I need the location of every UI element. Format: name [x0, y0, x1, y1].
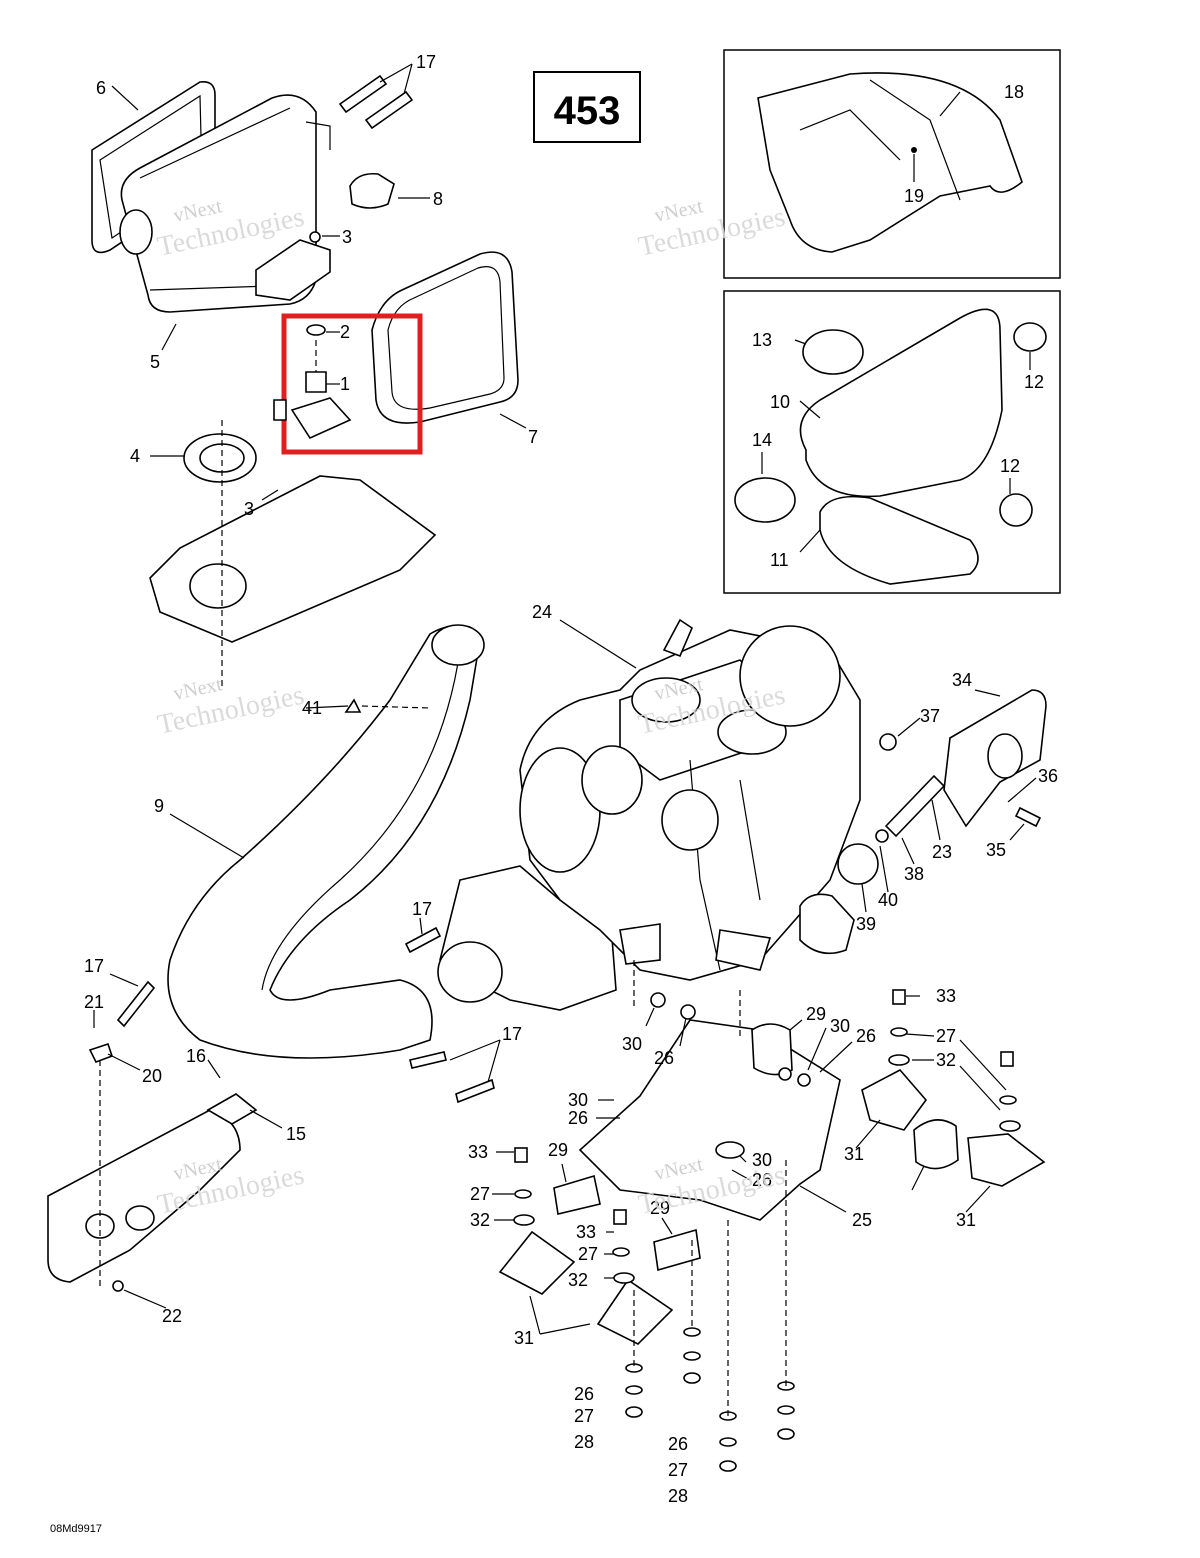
callout-28b: 28: [668, 1486, 688, 1506]
callout-26c: 26: [856, 1026, 876, 1046]
callout-26f: 26: [668, 1434, 688, 1454]
mount-bracket-34: [943, 689, 1047, 828]
callout-29a: 29: [806, 1004, 826, 1024]
callout-17c: 17: [84, 956, 104, 976]
washer-40: [875, 829, 889, 843]
callout-23: 23: [932, 842, 952, 862]
heat-shield-bracket: [47, 1042, 258, 1292]
bolt-23-38: [884, 774, 946, 838]
callout-2: 2: [340, 322, 350, 342]
callout-10: 10: [770, 392, 790, 412]
callout-12a: 12: [1024, 372, 1044, 392]
callout-30a: 30: [622, 1034, 642, 1054]
part-7-cover: [371, 251, 519, 424]
callout-34: 34: [952, 670, 972, 690]
callout-33b: 33: [468, 1142, 488, 1162]
callout-15: 15: [286, 1124, 306, 1144]
callout-17a: 17: [416, 52, 436, 72]
screw-41: [344, 698, 362, 713]
callout-30c: 30: [568, 1090, 588, 1110]
page-number-box: 453: [533, 71, 641, 143]
callout-6: 6: [96, 78, 106, 98]
intake-boot-10: [734, 308, 1047, 585]
engine-24: [519, 618, 861, 981]
callout-17b: 17: [412, 899, 432, 919]
callout-40: 40: [878, 890, 898, 910]
callout-27a: 27: [936, 1026, 956, 1046]
callout-8: 8: [433, 189, 443, 209]
callout-26e: 26: [574, 1384, 594, 1404]
callout-7: 7: [528, 427, 538, 447]
callout-29c: 29: [650, 1198, 670, 1218]
exhaust-pipe-9: [167, 624, 485, 1059]
callout-11: 11: [770, 550, 789, 570]
callout-9: 9: [154, 796, 164, 816]
callout-31a: 31: [844, 1144, 864, 1164]
callout-22: 22: [162, 1306, 182, 1326]
callout-20: 20: [142, 1066, 162, 1086]
callout-26a: 26: [654, 1048, 674, 1068]
callout-3a: 3: [342, 227, 352, 247]
callout-36: 36: [1038, 766, 1058, 786]
callout-18: 18: [1004, 82, 1024, 102]
diagram-code: 08Md9917: [50, 1523, 102, 1535]
callout-17d: 17: [502, 1024, 522, 1044]
damper-39: [837, 843, 879, 885]
callout-32b: 32: [470, 1210, 490, 1230]
springs-17-top: [338, 74, 414, 130]
callout-27d: 27: [574, 1406, 594, 1426]
page-number: 453: [554, 89, 621, 133]
nut-37: [879, 733, 897, 751]
callout-37: 37: [920, 706, 940, 726]
callout-19: 19: [904, 186, 924, 206]
callout-27b: 27: [470, 1184, 490, 1204]
callout-16: 16: [186, 1046, 206, 1066]
callout-14: 14: [752, 430, 772, 450]
callout-13: 13: [752, 330, 772, 350]
callout-29b: 29: [548, 1140, 568, 1160]
callout-4: 4: [130, 446, 140, 466]
highlight-box: [281, 313, 423, 455]
callout-26d: 26: [752, 1170, 772, 1190]
callout-5: 5: [150, 352, 160, 372]
callout-31c: 31: [514, 1328, 534, 1348]
rubber-mount-1: [273, 324, 352, 440]
hood-insulation-18: [757, 72, 1023, 253]
callout-32a: 32: [936, 1050, 956, 1070]
callout-30d: 30: [752, 1150, 772, 1170]
callout-21: 21: [84, 992, 104, 1012]
callout-39: 39: [856, 914, 876, 934]
bolt-35: [1014, 806, 1042, 828]
springs-17-lower: [116, 926, 495, 1104]
callout-labels: 1 2 3 3 4 5 6 7 8 9 10 11 12 12 13 14 15…: [84, 52, 1058, 1506]
callout-26b: 26: [568, 1108, 588, 1128]
callout-33a: 33: [936, 986, 956, 1006]
inset-frame-top: [723, 49, 1061, 279]
callout-38: 38: [904, 864, 924, 884]
callout-3b: 3: [244, 499, 254, 519]
callout-30b: 30: [830, 1016, 850, 1036]
callout-1: 1: [340, 374, 350, 394]
callout-35: 35: [986, 840, 1006, 860]
callout-24: 24: [532, 602, 552, 622]
callout-28a: 28: [574, 1432, 594, 1452]
callout-27e: 27: [668, 1460, 688, 1480]
mounting-plate: [149, 475, 437, 643]
callout-27c: 27: [578, 1244, 598, 1264]
leader-lines: [93, 63, 1037, 1335]
rubber-mounts-29: [553, 1023, 959, 1272]
callout-41: 41: [302, 698, 322, 718]
brackets-31: [498, 1068, 1046, 1345]
callout-32c: 32: [568, 1270, 588, 1290]
callout-31b: 31: [956, 1210, 976, 1230]
callout-25: 25: [852, 1210, 872, 1230]
part-8-bracket: [349, 172, 395, 209]
grommet-4: [183, 433, 257, 483]
callout-12b: 12: [1000, 456, 1020, 476]
inset-frame-bottom: [723, 290, 1061, 594]
air-silencer-assembly: [91, 80, 331, 313]
callout-33c: 33: [576, 1222, 596, 1242]
